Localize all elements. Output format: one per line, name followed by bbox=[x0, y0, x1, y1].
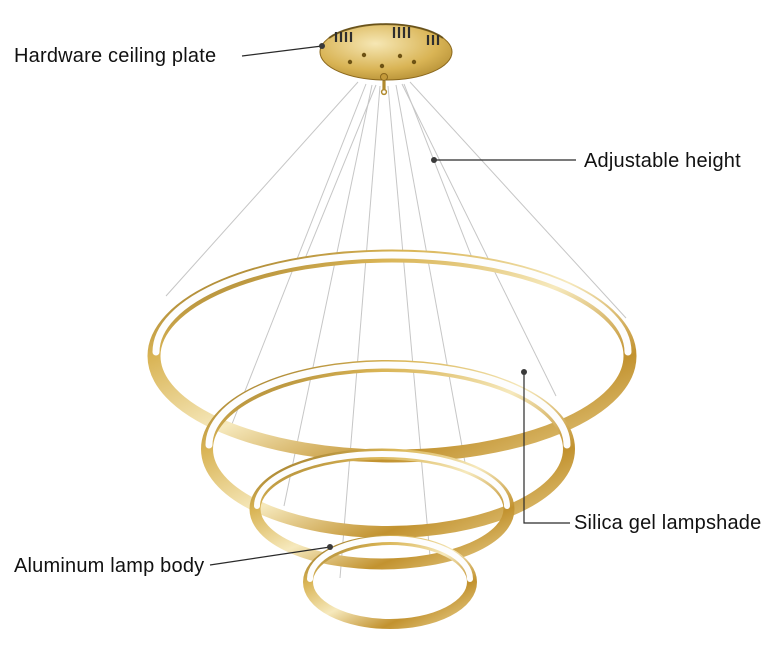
suspension-wires bbox=[165, 81, 627, 579]
ring-smallest bbox=[303, 535, 477, 629]
ceiling-plate bbox=[319, 23, 453, 96]
cable-hook bbox=[380, 73, 388, 96]
ring-medium bbox=[201, 360, 575, 538]
ring-large-diffuser bbox=[152, 251, 632, 356]
dot-lampshade bbox=[521, 369, 527, 375]
annotation-dots bbox=[319, 43, 527, 550]
leader-lampshade bbox=[523, 374, 570, 524]
ring-small-diffuser bbox=[254, 451, 510, 509]
ring-small bbox=[249, 448, 515, 570]
label-aluminum-lamp-body: Aluminum lamp body bbox=[14, 555, 205, 577]
annotation-lines bbox=[209, 45, 576, 566]
label-silica-gel-lampshade: Silica gel lampshade bbox=[574, 512, 762, 534]
label-adjustable-height: Adjustable height bbox=[584, 150, 741, 172]
leader-ceiling-plate bbox=[241, 45, 323, 57]
dot-lamp-body bbox=[327, 544, 333, 550]
ring-smallest-diffuser bbox=[307, 536, 473, 582]
plate-screws bbox=[347, 52, 417, 69]
dot-ceiling-plate bbox=[319, 43, 325, 49]
ring-medium-diffuser bbox=[205, 361, 571, 449]
leader-lamp-body bbox=[209, 546, 331, 566]
ceiling-plate-rim bbox=[328, 23, 444, 39]
vent-slits bbox=[334, 27, 440, 45]
dot-adjustable-height bbox=[431, 157, 437, 163]
label-hardware-ceiling-plate: Hardware ceiling plate bbox=[14, 45, 217, 67]
